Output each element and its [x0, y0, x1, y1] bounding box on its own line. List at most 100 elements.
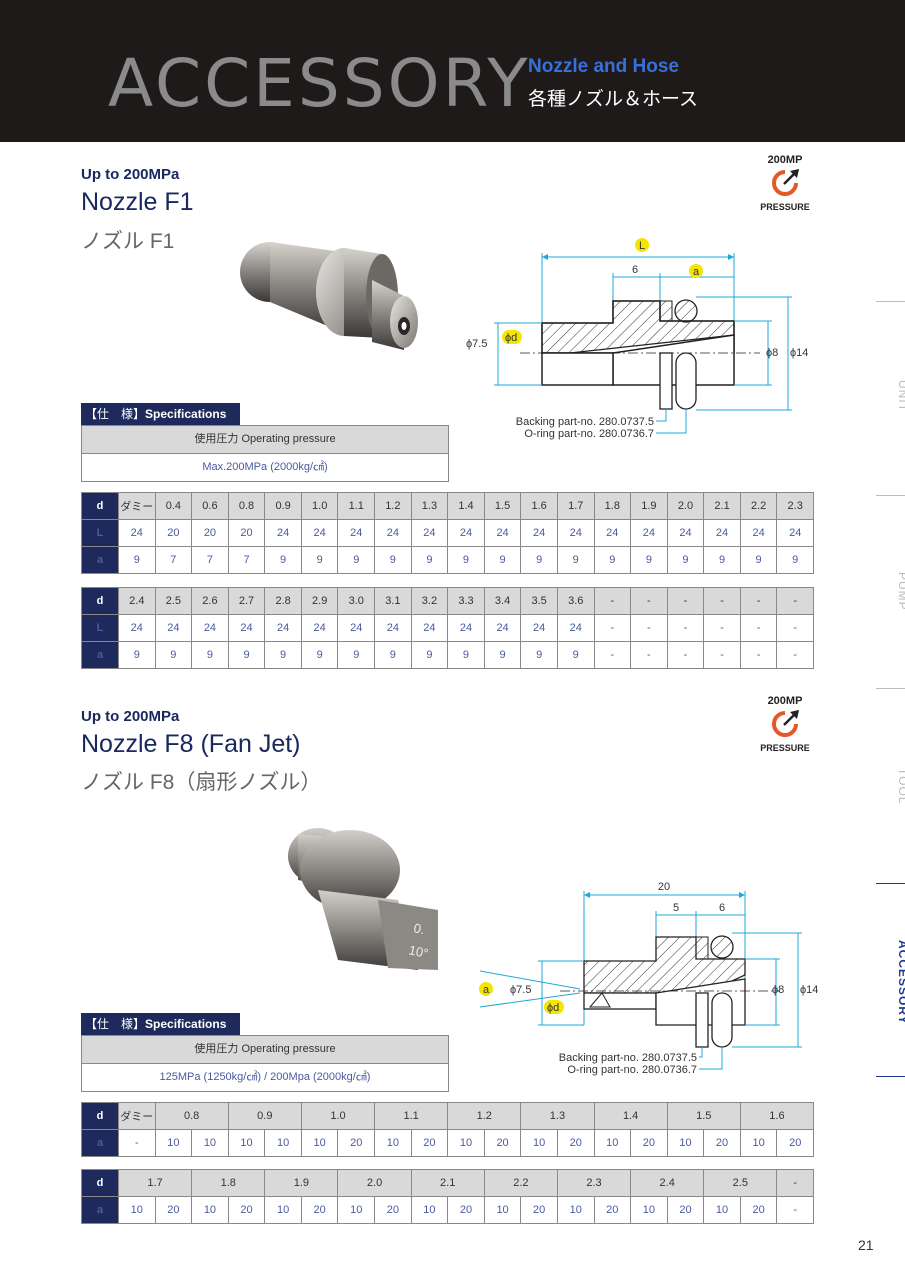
pressure-gauge-icon — [772, 710, 799, 737]
f8-kicker: Up to 200MPa — [81, 708, 180, 725]
table-cell: 24 — [264, 614, 302, 642]
table-cell: 1.0 — [300, 1102, 376, 1130]
side-divider — [876, 495, 905, 496]
side-tab-tool[interactable]: TOOL — [896, 768, 905, 805]
table-cell: 10 — [374, 1129, 412, 1157]
side-tab-accessory[interactable]: ACCESSORY — [896, 940, 905, 1025]
table-cell: - — [776, 1169, 814, 1197]
oring-part-label: O-ring part-no. 280.0736.7 — [524, 428, 654, 440]
f1-title-jp: ノズル F1 — [81, 230, 175, 253]
spec-tag: 【仕 様】Specifications — [81, 1013, 240, 1035]
table-cell: 1.4 — [593, 1102, 668, 1130]
table-cell: 10 — [154, 1129, 193, 1157]
table-cell: - — [703, 641, 741, 669]
table-cell: 9 — [374, 641, 412, 669]
table-cell: 10 — [264, 1129, 302, 1157]
table-cell: 2.3 — [556, 1169, 632, 1197]
table-cell: 9 — [191, 641, 229, 669]
table-cell: - — [739, 641, 778, 669]
table-cell: - — [630, 614, 668, 642]
table-cell: 20 — [154, 1196, 193, 1224]
table-cell: - — [666, 614, 705, 642]
table-cell: 1.3 — [520, 1102, 595, 1130]
table-cell: 3.1 — [374, 587, 412, 615]
dim-d14: ϕ14 — [800, 984, 818, 996]
table-cell: 9 — [264, 546, 302, 574]
table-cell: 24 — [337, 614, 376, 642]
backing-part-label: Backing part-no. 280.0737.5 — [559, 1052, 697, 1064]
dim-d8: ϕ8 — [772, 984, 784, 996]
table-cell: 20 — [410, 1129, 449, 1157]
pressure-gauge-icon — [772, 169, 799, 196]
f8-title-jp: ノズル F8（扇形ノズル） — [81, 771, 322, 794]
table-cell: 24 — [374, 519, 412, 547]
table-cell: 9 — [776, 546, 814, 574]
row-label-d: d — [81, 1169, 119, 1197]
pressure-badge: 200MP PRESSURE — [755, 695, 815, 755]
table-cell: - — [739, 587, 778, 615]
table-cell: 20 — [300, 1196, 339, 1224]
side-tab-unit[interactable]: UNIT — [896, 380, 905, 412]
table-cell: 24 — [593, 519, 632, 547]
dim-d75: ϕ7.5 — [510, 984, 531, 996]
table-cell: - — [630, 641, 668, 669]
table-cell: 10 — [300, 1129, 339, 1157]
row-label-L: L — [81, 519, 119, 547]
table-cell: 24 — [630, 519, 668, 547]
table-cell: 0.8 — [154, 1102, 229, 1130]
table-cell: 9 — [739, 546, 778, 574]
table-cell: 20 — [483, 1129, 522, 1157]
table-cell: 10 — [593, 1129, 632, 1157]
table-cell: - — [776, 641, 814, 669]
table-cell: 3.5 — [520, 587, 558, 615]
table-cell: 20 — [191, 519, 229, 547]
table-cell: - — [118, 1129, 156, 1157]
dim-20: 20 — [658, 881, 670, 893]
table-cell: 1.1 — [374, 1102, 449, 1130]
table-cell: 9 — [630, 546, 668, 574]
table-cell: 1.5 — [483, 492, 522, 520]
table-cell: 1.8 — [191, 1169, 266, 1197]
operating-pressure-label: 使用圧力 Operating pressure — [82, 426, 448, 454]
table-cell: 20 — [337, 1129, 376, 1157]
table-cell: 2.2 — [483, 1169, 558, 1197]
table-cell: 24 — [154, 614, 193, 642]
row-label-a: a — [81, 546, 119, 574]
table-cell: 0.9 — [227, 1102, 302, 1130]
table-cell: 0.9 — [264, 492, 302, 520]
table-cell: - — [703, 614, 741, 642]
spec-tag: 【仕 様】Specifications — [81, 403, 240, 425]
header-subtitle-jp: 各種ノズル＆ホース — [528, 89, 699, 110]
table-cell: ダミー — [118, 492, 156, 520]
table-cell: 9 — [593, 546, 632, 574]
table-cell: 1.4 — [447, 492, 485, 520]
table-cell: 0.6 — [191, 492, 229, 520]
table-cell: 24 — [410, 519, 449, 547]
side-tab-pump[interactable]: PUMP — [896, 572, 905, 611]
table-cell: 9 — [300, 546, 339, 574]
table-cell: 24 — [337, 519, 376, 547]
table-cell: 1.7 — [117, 1169, 193, 1197]
table-cell: 24 — [300, 519, 339, 547]
table-cell: 9 — [410, 641, 449, 669]
table-cell: 20 — [593, 1196, 632, 1224]
table-cell: 24 — [191, 614, 229, 642]
table-cell: 2.5 — [703, 1169, 778, 1197]
dim-d8: ϕ8 — [766, 347, 778, 359]
table-cell: 24 — [520, 519, 558, 547]
table-cell: 24 — [264, 519, 302, 547]
table-cell: 2.5 — [154, 587, 193, 615]
table-cell: 2.0 — [337, 1169, 412, 1197]
table-cell: 2.2 — [739, 492, 778, 520]
table-cell: 9 — [227, 641, 266, 669]
table-cell: 10 — [703, 1196, 741, 1224]
table-cell: 24 — [410, 614, 449, 642]
backing-part-label: Backing part-no. 280.0737.5 — [516, 416, 654, 428]
table-cell: 7 — [227, 546, 266, 574]
table-cell: 24 — [300, 614, 339, 642]
table-cell: 3.4 — [483, 587, 522, 615]
header-subtitle-en: Nozzle and Hose — [528, 56, 679, 77]
table-cell: 1.2 — [374, 492, 412, 520]
table-cell: 2.9 — [300, 587, 339, 615]
